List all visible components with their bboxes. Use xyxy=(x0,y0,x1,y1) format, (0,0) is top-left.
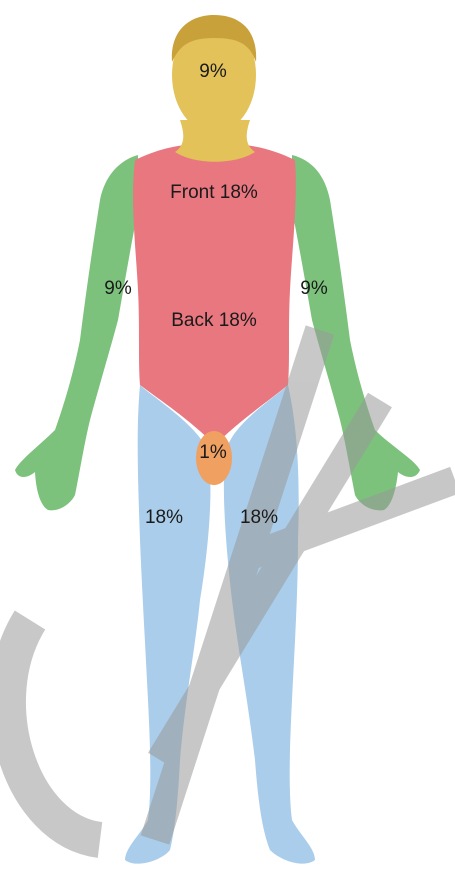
left-arm-shape xyxy=(15,155,138,510)
watermark-stroke-1 xyxy=(8,620,100,840)
back-torso-label: Back 18% xyxy=(171,310,257,331)
genital-label: 1% xyxy=(199,442,227,463)
head-label: 9% xyxy=(199,61,227,82)
front-torso-label: Front 18% xyxy=(170,182,258,203)
left-arm-label: 9% xyxy=(104,278,132,299)
right-leg-label: 18% xyxy=(240,507,278,528)
left-leg-label: 18% xyxy=(145,507,183,528)
head-region xyxy=(172,15,256,162)
right-arm-label: 9% xyxy=(300,278,328,299)
